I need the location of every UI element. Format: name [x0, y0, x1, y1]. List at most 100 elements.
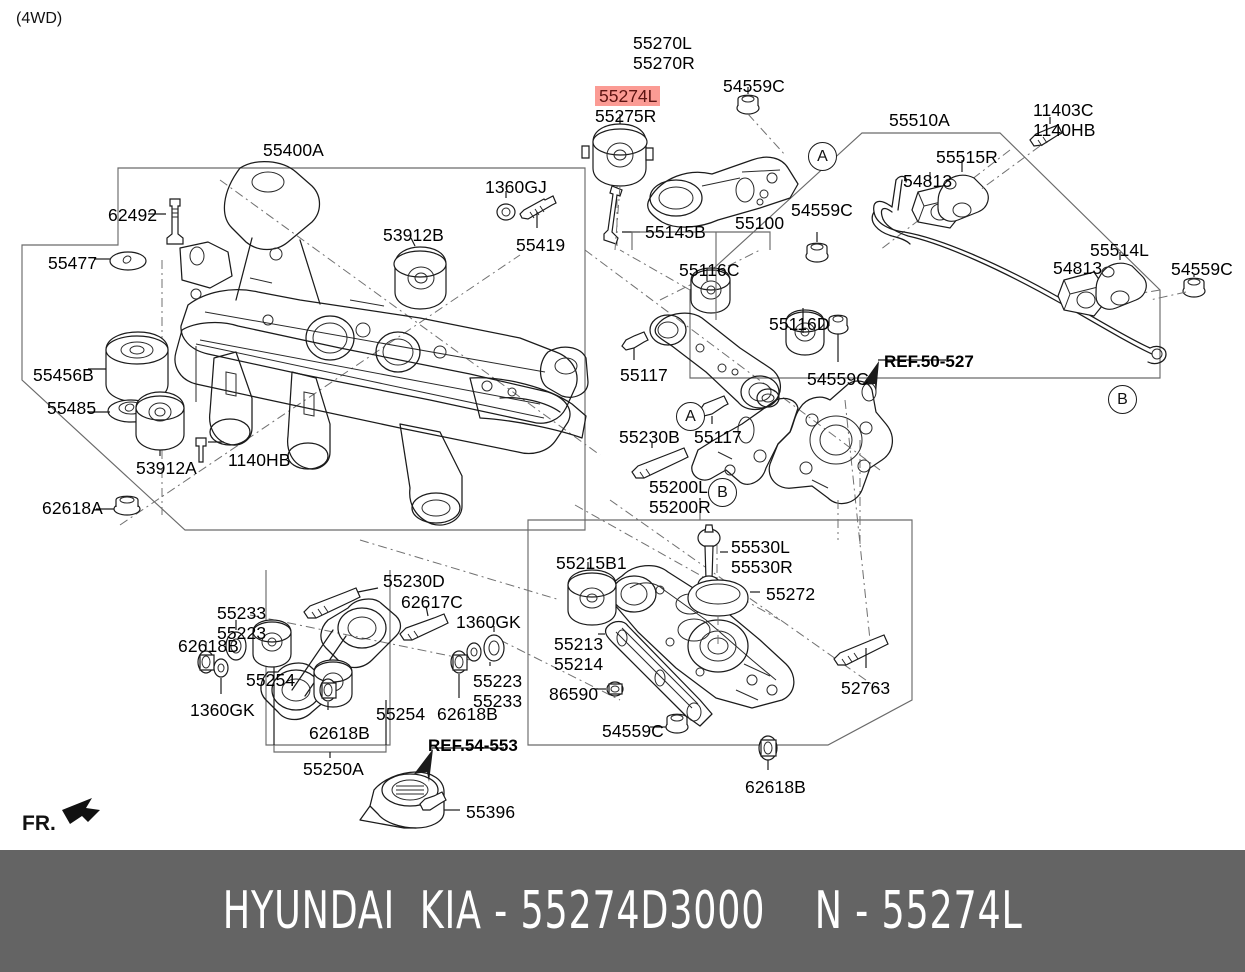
label-55200[interactable]: 55200L 55200R	[649, 477, 711, 517]
part-55145B	[603, 185, 640, 245]
part-54559C-bottom	[650, 713, 689, 734]
label-55272[interactable]: 55272	[766, 584, 816, 604]
label-55419[interactable]: 55419	[516, 235, 566, 255]
label-55254-right[interactable]: 55254	[376, 704, 426, 724]
label-55530[interactable]: 55530L 55530R	[731, 537, 793, 577]
label-55233-left[interactable]: 55233 55223	[217, 603, 267, 643]
part-55116D	[785, 308, 825, 356]
part-1140HB-subframe	[195, 437, 224, 463]
label-55116d[interactable]: 55116D	[769, 314, 830, 334]
part-62492	[148, 198, 184, 245]
part-knuckle	[691, 359, 946, 540]
label-53912a[interactable]: 53912A	[136, 458, 197, 478]
part-54559C-knuckle	[827, 314, 849, 362]
label-55223[interactable]: 55223 55233	[473, 671, 523, 711]
part-55456B	[88, 331, 169, 403]
label-54559c-knuckle[interactable]: 54559C	[807, 369, 869, 389]
label-62618b-mid[interactable]: 62618B	[437, 704, 498, 724]
label-54813-left[interactable]: 54813	[903, 171, 953, 191]
label-ref50-527[interactable]: REF.50-527	[884, 352, 974, 371]
label-52763[interactable]: 52763	[841, 678, 891, 698]
label-55213[interactable]: 55213 55214	[554, 634, 604, 674]
marker-b-right[interactable]: B	[1108, 385, 1137, 414]
label-55514l[interactable]: 55514L	[1090, 240, 1149, 260]
part-55116C	[690, 267, 731, 314]
label-62492[interactable]: 62492	[108, 205, 158, 225]
part-55215B1	[567, 562, 617, 626]
label-55254-left[interactable]: 55254	[246, 670, 296, 690]
part-55117-upper	[621, 331, 649, 360]
label-55250a[interactable]: 55250A	[303, 759, 364, 779]
part-55230B	[631, 442, 689, 479]
part-1360GJ	[496, 191, 516, 221]
label-55117-upper[interactable]: 55117	[620, 365, 668, 385]
label-11403c[interactable]: 11403C 1140HB	[1033, 100, 1096, 140]
part-62617C	[399, 605, 449, 641]
label-54559c-bottom[interactable]: 54559C	[602, 721, 664, 741]
label-55270[interactable]: 55270L 55270R	[633, 33, 695, 73]
label-1360gk-right[interactable]: 1360GK	[456, 612, 521, 632]
part-55250A-assist-arm	[197, 587, 505, 758]
part-55233-55223-left	[225, 620, 247, 661]
part-11403C-bolt	[1029, 117, 1063, 147]
part-55396	[419, 791, 460, 811]
label-55230d[interactable]: 55230D	[383, 571, 445, 591]
mode-label: (4WD)	[16, 10, 63, 27]
part-55272	[687, 579, 760, 646]
marker-a-upper[interactable]: A	[808, 142, 837, 171]
label-62618a[interactable]: 62618A	[42, 498, 103, 518]
part-rear-subframe	[174, 161, 589, 526]
part-1360GK-left	[213, 658, 229, 694]
orientation-label: FR.	[22, 812, 56, 835]
label-86590[interactable]: 86590	[549, 684, 599, 704]
label-54813-right[interactable]: 54813	[1053, 258, 1103, 278]
label-54559c-mid[interactable]: 54559C	[791, 200, 853, 220]
footer-bar: HYUNDAI KIA - 55274D3000 N - 55274L	[0, 850, 1245, 972]
part-55419	[519, 195, 557, 228]
part-55274L-bush-highlighted	[581, 114, 654, 187]
marker-b-lower[interactable]: B	[708, 478, 737, 507]
label-55396[interactable]: 55396	[466, 802, 516, 822]
label-55215b1[interactable]: 55215B1	[556, 553, 627, 573]
part-86590	[594, 681, 624, 697]
part-1360GK-right	[483, 626, 505, 662]
label-55485[interactable]: 55485	[47, 398, 97, 418]
label-53912b[interactable]: 53912B	[383, 225, 444, 245]
part-55477	[94, 251, 147, 271]
part-62618B-mid	[319, 678, 337, 710]
label-55510a[interactable]: 55510A	[889, 110, 950, 130]
part-54559C-far-right	[1182, 275, 1206, 298]
label-1360gj[interactable]: 1360GJ	[485, 177, 547, 197]
label-54559c-far-right[interactable]: 54559C	[1171, 259, 1233, 279]
label-1360gk-left[interactable]: 1360GK	[190, 700, 255, 720]
part-55200-lower-arm	[567, 442, 889, 770]
label-ref54-553[interactable]: REF.54-553	[428, 736, 518, 755]
label-1140hb[interactable]: 1140HB	[228, 450, 291, 470]
part-ref54-553-mount	[359, 747, 504, 829]
label-55230b[interactable]: 55230B	[619, 427, 680, 447]
part-54559C-mid-upper	[805, 232, 829, 263]
label-55456b[interactable]: 55456B	[33, 365, 94, 385]
label-55477[interactable]: 55477	[48, 253, 98, 273]
part-62618A	[96, 495, 141, 516]
label-54559c-top[interactable]: 54559C	[723, 76, 785, 96]
label-62618b-right[interactable]: 62618B	[745, 777, 806, 797]
part-62618B-bottom-right	[758, 735, 778, 770]
label-55145b[interactable]: 55145B	[645, 222, 706, 242]
label-62618b-bottom[interactable]: 62618B	[309, 723, 370, 743]
part-62618B-right-arm	[450, 650, 468, 698]
part-53912B	[393, 237, 447, 310]
label-55515r[interactable]: 55515R	[936, 147, 998, 167]
part-55100-upper-arm	[621, 231, 849, 424]
label-55100[interactable]: 55100	[735, 213, 785, 233]
label-55400a[interactable]: 55400A	[263, 140, 324, 160]
marker-a-lower[interactable]: A	[676, 402, 705, 431]
highlighted-part-line1: 55274L	[595, 86, 661, 106]
label-62618b-left[interactable]: 62618B	[178, 636, 239, 656]
label-55116c[interactable]: 55116C	[679, 260, 740, 280]
label-55117-lower[interactable]: 55117	[694, 427, 742, 447]
part-54559C-top	[736, 87, 760, 115]
part-55230D	[303, 587, 379, 619]
label-62617c[interactable]: 62617C	[401, 592, 463, 612]
